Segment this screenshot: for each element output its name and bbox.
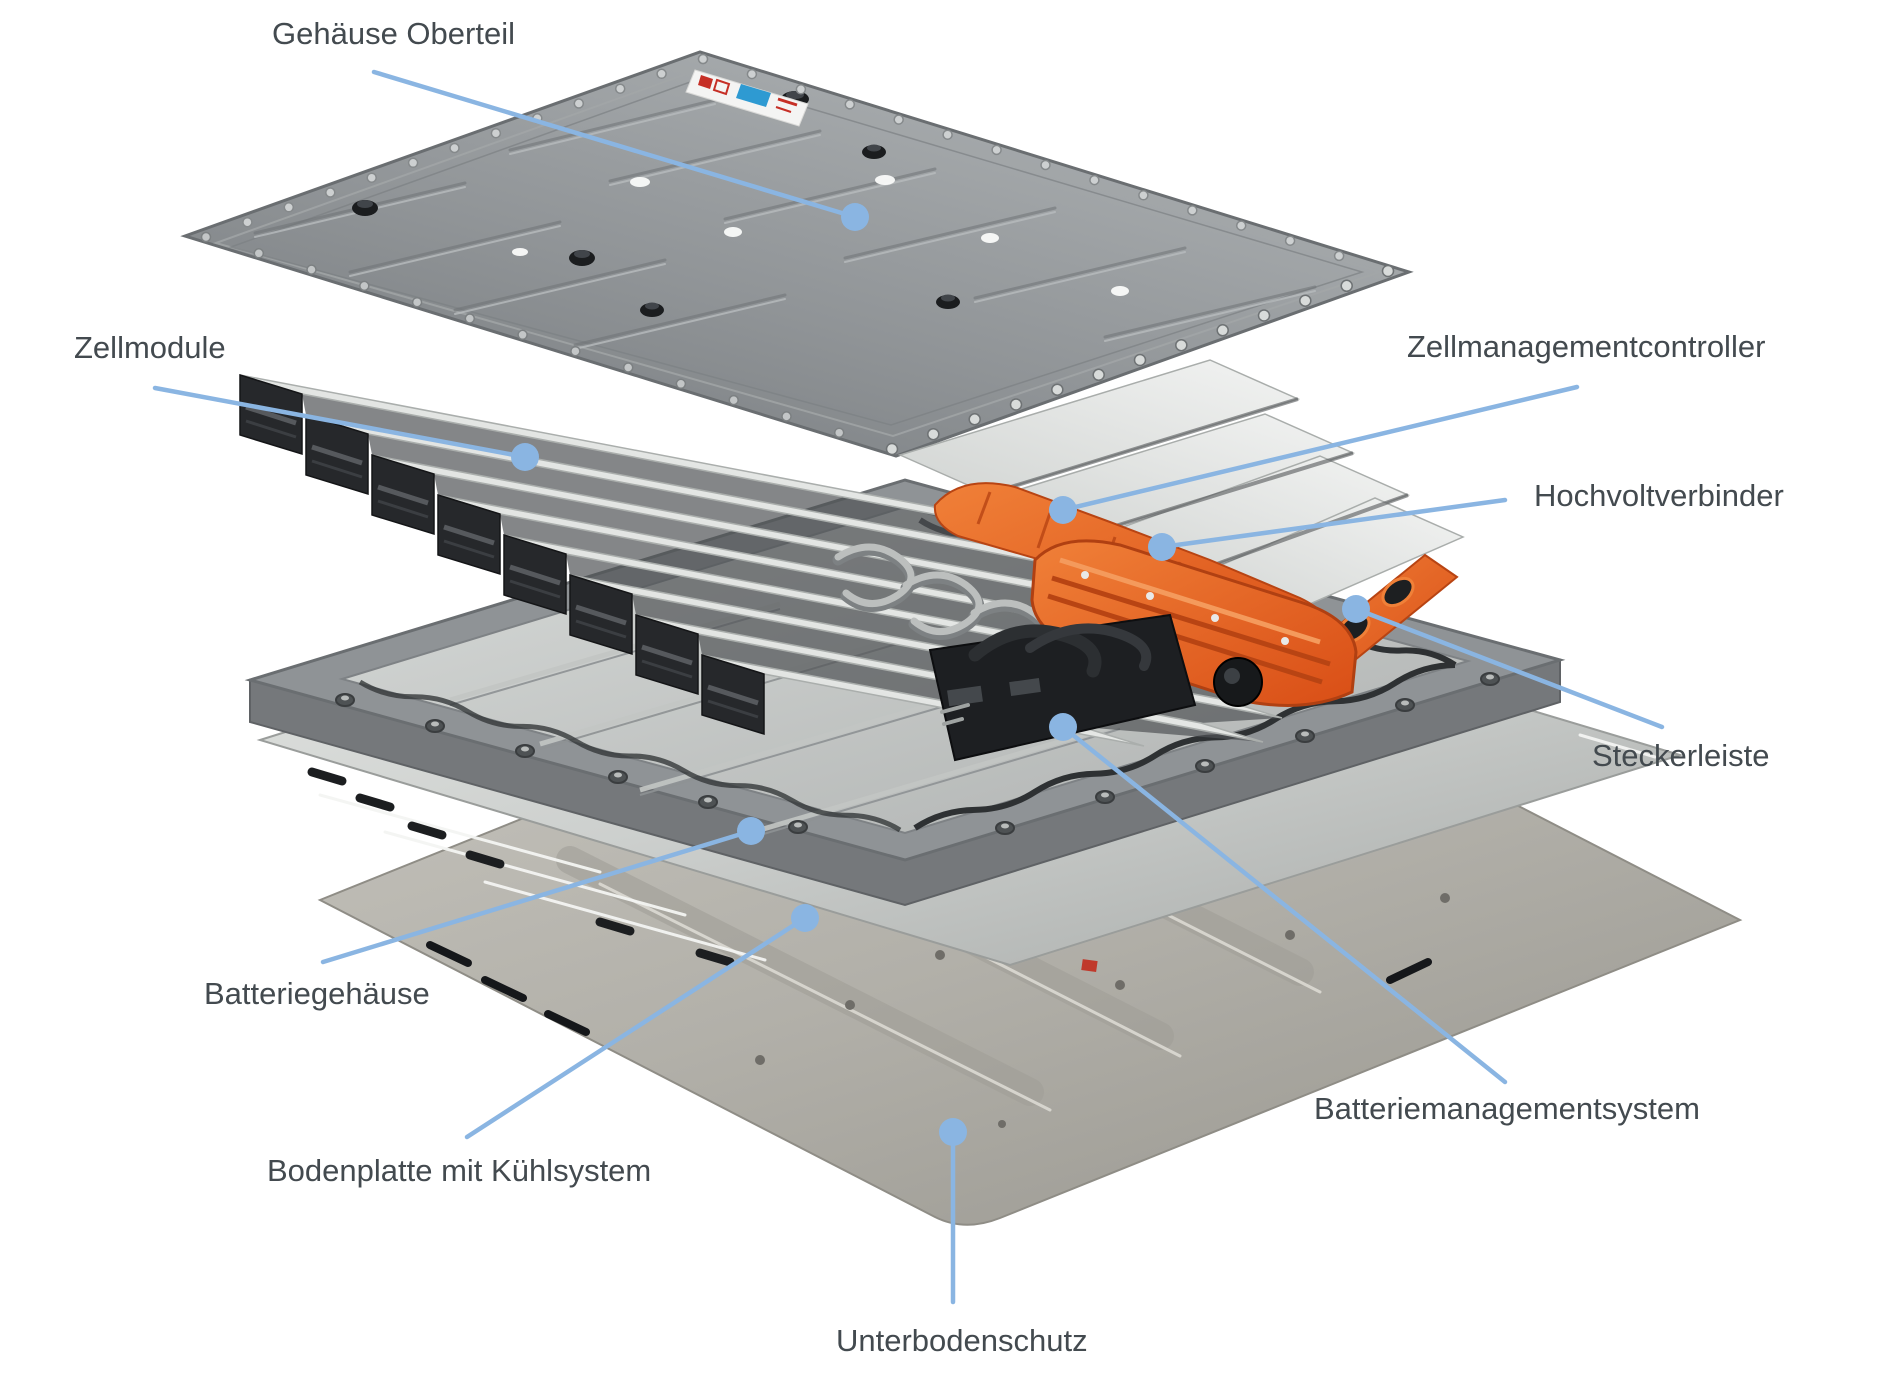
plate-glints — [318, 733, 1657, 962]
lid-rivets — [200, 53, 1395, 456]
callout-dot-batteriemanagementsystem — [1049, 713, 1077, 741]
hv-round-connector — [1213, 657, 1263, 707]
callout-dot-steckerleiste — [1342, 595, 1370, 623]
callout-dot-batteriegehaeuse — [737, 817, 765, 845]
callout-label-batteriemanagementsystem: Batteriemanagementsystem — [1314, 1091, 1700, 1126]
lid-ribs — [253, 98, 1317, 350]
leader-line-steckerleiste — [1353, 606, 1665, 730]
callout-label-batteriegehaeuse: Batteriegehäuse — [204, 976, 430, 1011]
callout-label-bodenplatte: Bodenplatte mit Kühlsystem — [267, 1153, 652, 1188]
leader-line-batteriemanagementsystem — [1060, 724, 1508, 1085]
tray-bolt-holes — [335, 672, 1500, 835]
callout-dot-unterbodenschutz — [939, 1118, 967, 1146]
leader-line-hochvoltverbinder — [1159, 497, 1508, 550]
plate-slots — [307, 767, 735, 967]
callout-dot-zellmanagementcontroller — [1049, 496, 1077, 524]
callout-label-zellmanagementcontroller: Zellmanagementcontroller — [1407, 329, 1766, 364]
callout-layer — [152, 69, 1665, 1305]
callout-dot-gehaeuse-oberteil — [841, 203, 869, 231]
callout-label-steckerleiste: Steckerleiste — [1592, 738, 1770, 773]
callout-dot-hochvoltverbinder — [1148, 533, 1176, 561]
callout-label-zellmodule: Zellmodule — [74, 330, 226, 365]
top-cover — [180, 50, 1414, 458]
leader-line-zellmodule — [152, 385, 528, 460]
leader-line-bodenplatte — [464, 915, 808, 1140]
underbody-slots — [426, 941, 1432, 1036]
warning-sticker — [685, 69, 809, 127]
lid-vents — [512, 175, 1129, 296]
bms-unit — [928, 613, 1197, 762]
leader-line-zellmanagementcontroller — [1060, 384, 1580, 513]
underbody-red-sticker — [1081, 959, 1098, 973]
callout-dot-bodenplatte — [791, 904, 819, 932]
callout-label-gehaeuse-oberteil: Gehäuse Oberteil — [272, 16, 515, 51]
callout-dot-zellmodule — [511, 443, 539, 471]
leader-line-batteriegehaeuse — [320, 828, 754, 965]
callout-label-unterbodenschutz: Unterbodenschutz — [836, 1323, 1088, 1358]
leader-line-gehaeuse-oberteil — [371, 69, 858, 220]
callout-label-hochvoltverbinder: Hochvoltverbinder — [1534, 478, 1784, 513]
